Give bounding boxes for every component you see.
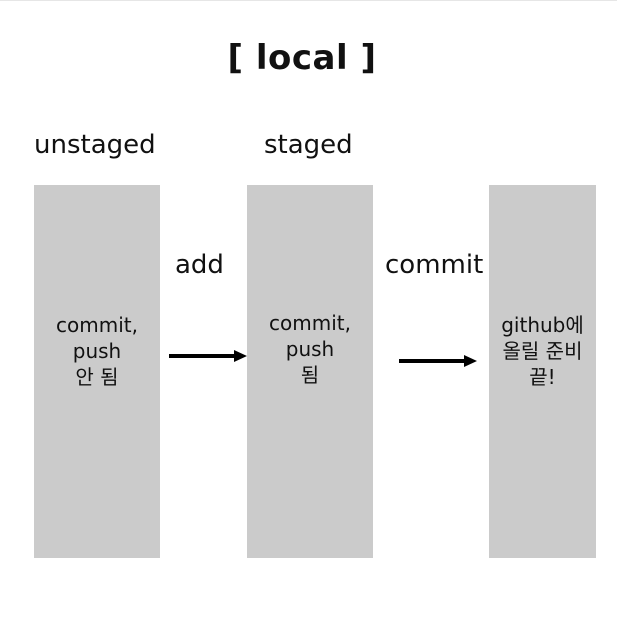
stage-box-committed: github에 올릴 준비 끝! (489, 185, 596, 558)
box-line: commit, (269, 311, 351, 335)
stage-label-unstaged: unstaged (34, 130, 156, 160)
stage-box-text: commit, push 됨 (247, 310, 373, 388)
box-line: push (72, 339, 122, 363)
stage-box-text: github에 올릴 준비 끝! (489, 312, 596, 390)
stage-box-staged: commit, push 됨 (247, 185, 373, 558)
box-line: 됨 (300, 363, 320, 387)
stage-label-staged: staged (264, 130, 353, 160)
arrow-commit-icon (399, 355, 477, 367)
stage-box-text: commit, push 안 됨 (34, 312, 160, 390)
box-line: 끝! (529, 365, 556, 389)
action-label-commit: commit (385, 250, 484, 280)
box-line: github에 (501, 313, 584, 337)
action-label-add: add (175, 250, 224, 280)
diagram-title: [ local ] (227, 38, 377, 78)
stage-box-unstaged: commit, push 안 됨 (34, 185, 160, 558)
arrow-head (234, 350, 247, 362)
arrow-head (464, 355, 477, 367)
box-line: push (285, 337, 335, 361)
box-line: 안 됨 (75, 365, 119, 389)
top-divider (0, 0, 617, 1)
box-line: commit, (56, 313, 138, 337)
arrow-add-icon (169, 350, 247, 362)
box-line: 올릴 준비 (502, 339, 583, 363)
